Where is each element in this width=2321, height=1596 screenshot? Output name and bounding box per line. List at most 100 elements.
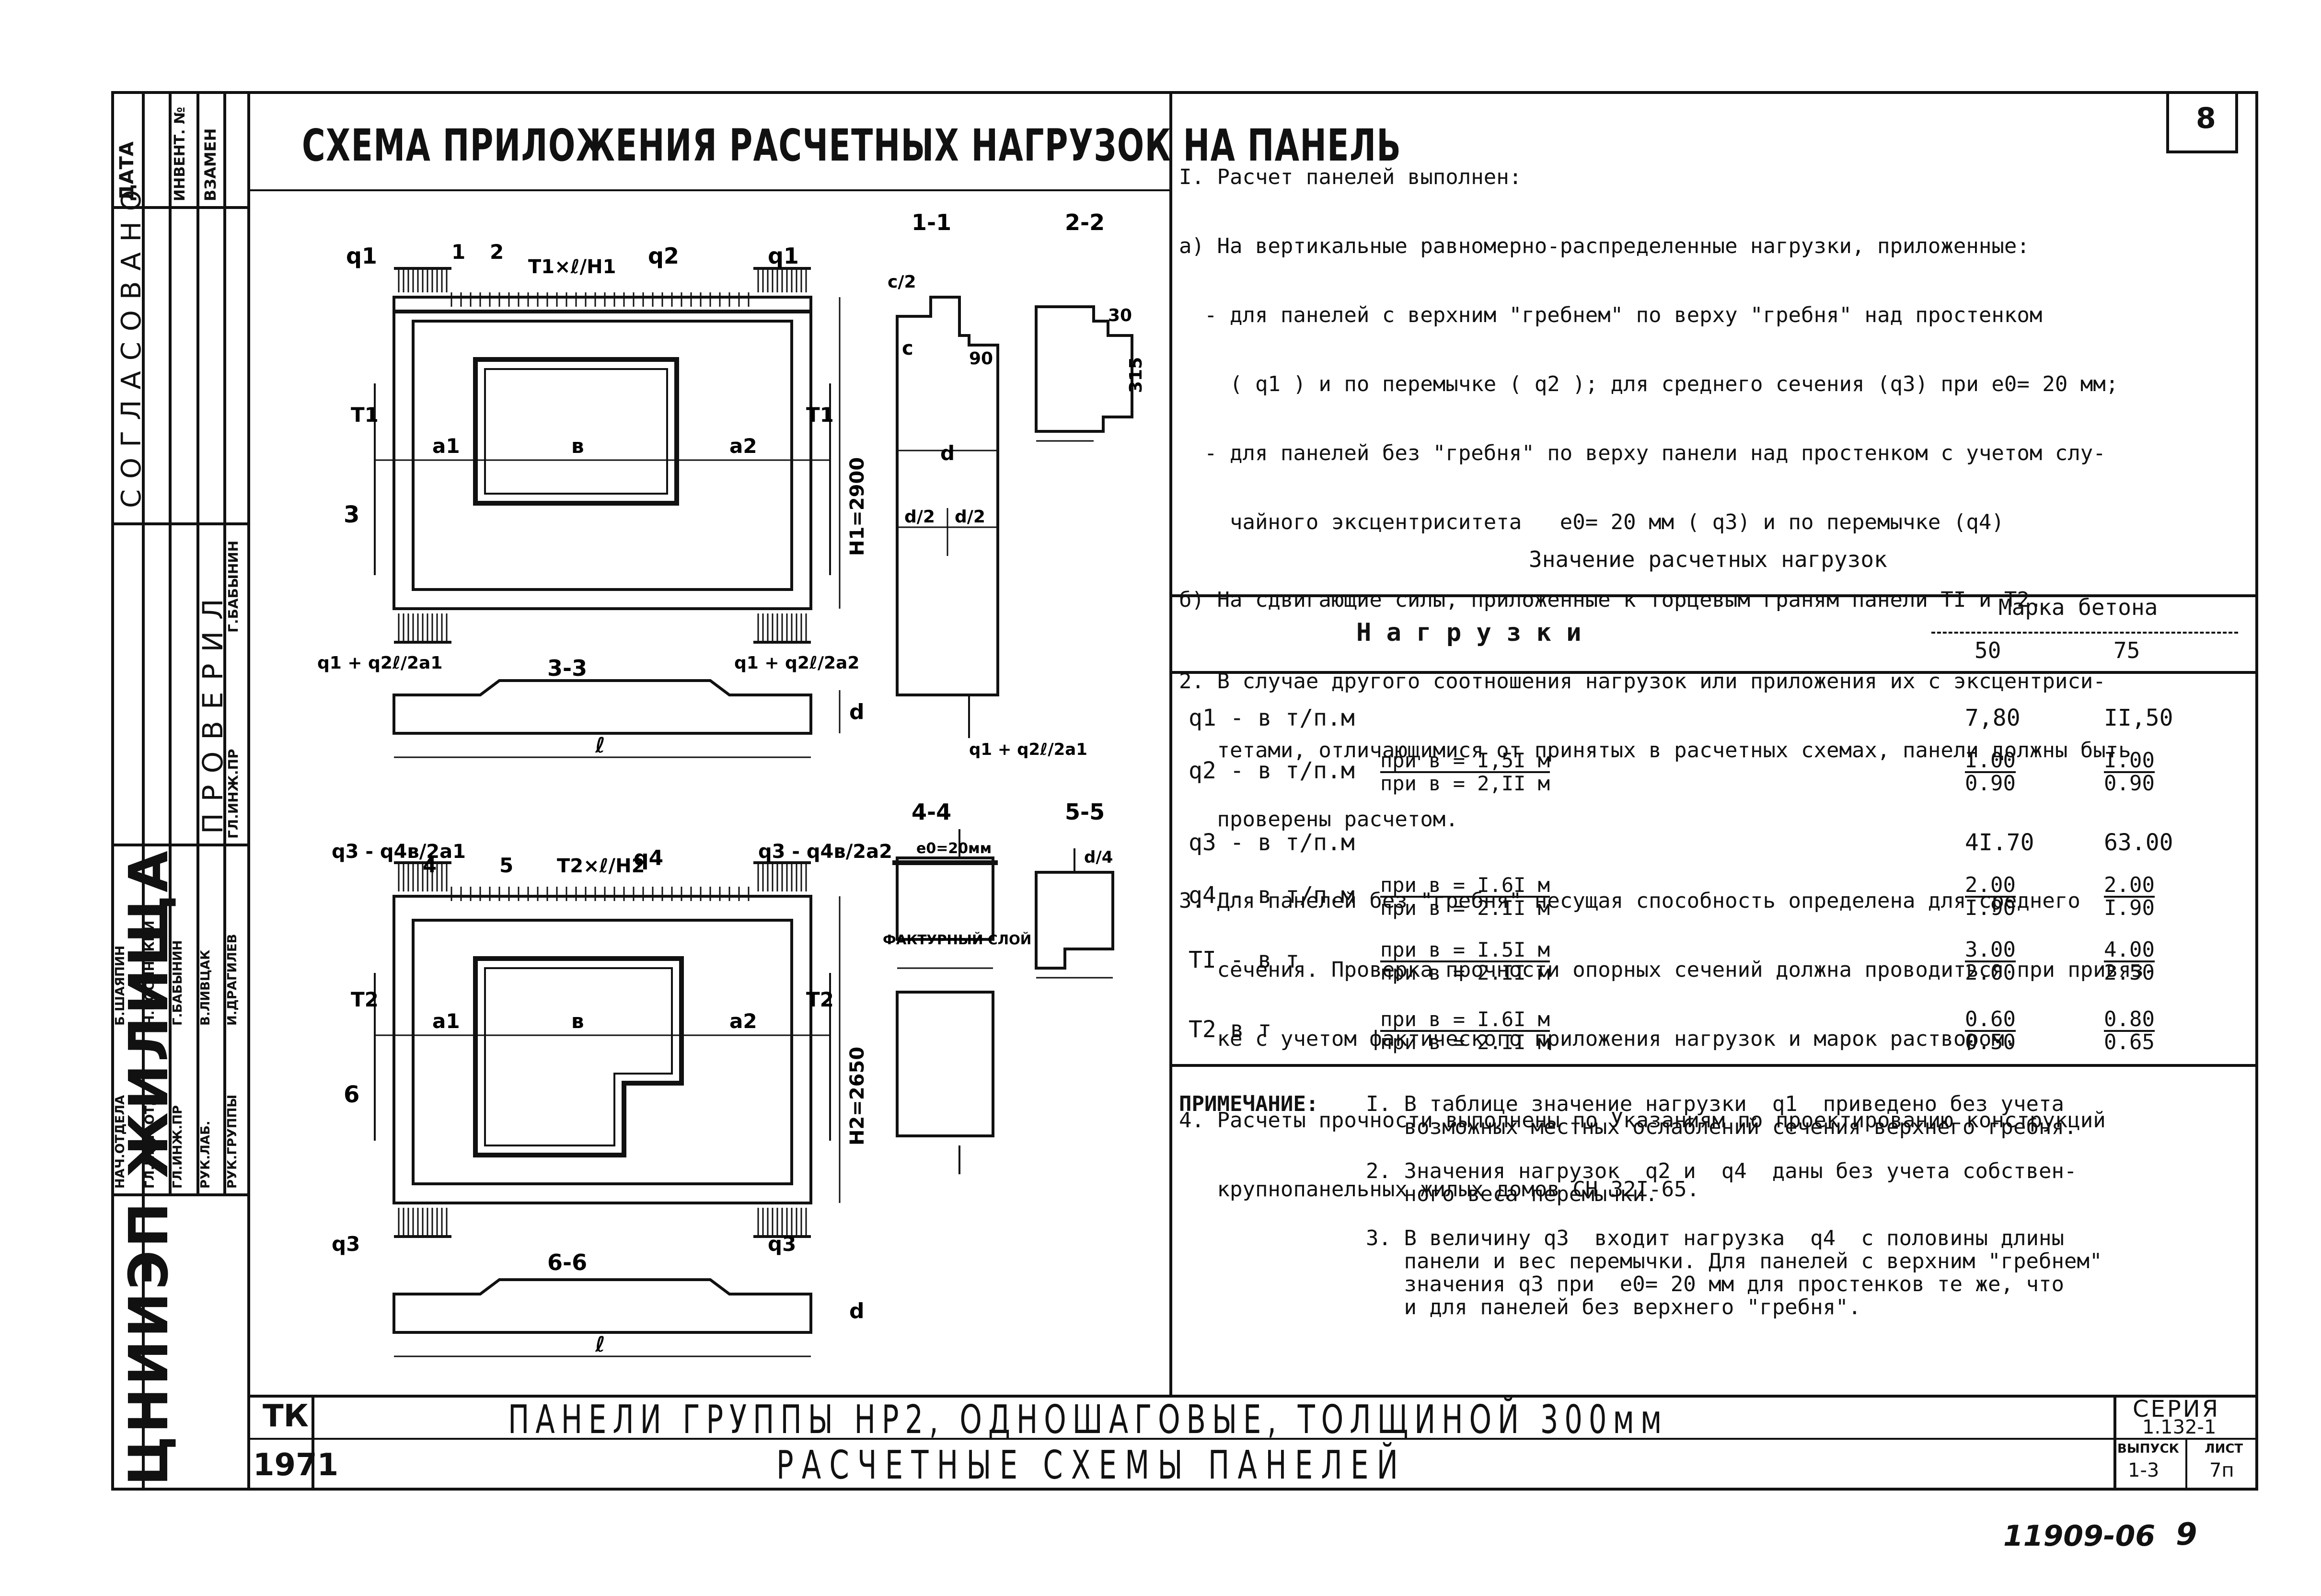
grade-50: 50	[1975, 637, 2001, 663]
strip-checked-role: ГЛ.ИНЖ.ПР	[225, 749, 241, 839]
section-4-4-title: 4-4	[912, 799, 951, 825]
row-v75-top-2: I.00	[2104, 748, 2155, 773]
row-v75-top-4: 2.00	[2104, 873, 2155, 898]
note-line-4: ( q1 ) и по перемычке ( q2 ); для средне…	[1179, 372, 2119, 396]
row-v75-top-6: 0.80	[2104, 1007, 2155, 1032]
strip-divider-3	[196, 91, 199, 1193]
page-number: 9	[2176, 1517, 2197, 1552]
bottom-t2-left: T2	[351, 988, 379, 1011]
bottom-t2-right: T2	[806, 988, 834, 1011]
top-load-q1-left: q1	[346, 243, 377, 269]
dim-d-half-right: d/2	[955, 507, 985, 527]
staff-role-5: РУК.ГРУППЫ	[225, 1094, 240, 1189]
row-v50-bot-2: 0.90	[1965, 771, 2016, 796]
strip-hline-1	[111, 206, 250, 209]
row-name-1: q1 - в т/п.м	[1189, 705, 1355, 731]
remark-label: ПРИМЕЧАНИЕ:	[1179, 1092, 1319, 1116]
facing-layer-label: ФАКТУРНЫЙ СЛОЙ	[883, 931, 1031, 948]
archive-number: 11909-06	[2003, 1519, 2156, 1553]
title-block-code: ТК	[263, 1399, 309, 1434]
row-name-4: q4 - в т/п.м	[1189, 882, 1355, 909]
bottom-thickness: d	[849, 1299, 865, 1323]
bottom-a1: a1	[432, 1009, 460, 1033]
bottom-load-right: q3 - q4в/2a2	[758, 841, 892, 863]
table-header-line	[1172, 671, 2258, 674]
bottom-section-4: 4	[423, 854, 437, 877]
dim-d-quarter: d/4	[1084, 848, 1113, 867]
issue-label: ВЫПУСК	[2117, 1442, 2179, 1456]
series-label: СЕРИЯ	[2133, 1396, 2220, 1423]
row-v50-top-4: 2.00	[1965, 873, 2016, 898]
top-height: H1=2900	[846, 457, 868, 556]
strip-hline-3	[111, 844, 250, 846]
row-name-6: T2 в т	[1189, 1016, 1272, 1043]
bottom-height: H2=2650	[846, 1047, 868, 1145]
strip-divider-1	[142, 91, 145, 1491]
col-grade-header: Марка бетона	[1998, 594, 2158, 620]
row-v75-bot-2: 0.90	[2104, 771, 2155, 796]
bottom-length: ℓ	[595, 1332, 605, 1357]
sheet-value: 7п	[2209, 1459, 2234, 1481]
note-line-6: чайного эксцентриситета e0= 20 мм ( q3) …	[1179, 510, 2004, 534]
table-caption: Значение расчетных нагрузок	[1529, 546, 1887, 572]
dim-c: c	[902, 337, 913, 359]
top-thickness: d	[849, 700, 865, 724]
row-cond-bot-4: при в = 2.II м	[1380, 896, 1550, 920]
load-diagrams: q1 q2 q1 T1×ℓ/H1 1 2 3 a1 в a2 T1 T1 H1=…	[317, 209, 1146, 1357]
dim-d-half-left: d/2	[904, 507, 935, 527]
section-2-2-title: 2-2	[1065, 209, 1105, 235]
row-cond-top-6: при в = I.6I м	[1380, 1007, 1550, 1032]
title-block-series-divider	[2113, 1395, 2116, 1491]
row-v75-1: II,50	[2104, 705, 2173, 731]
dim-c-half: c/2	[888, 272, 916, 292]
row-v50-1: 7,80	[1965, 705, 2021, 731]
strip-divider-2	[169, 91, 172, 1193]
note-line-5: - для панелей без "гребня" по верху пане…	[1179, 441, 2106, 465]
row-cond-top-5: при в = I.5I м	[1380, 938, 1550, 962]
row-v50-top-5: 3.00	[1965, 937, 2016, 962]
row-v50-bot-5: 2.00	[1965, 960, 2016, 985]
top-a1: a1	[432, 434, 460, 458]
strip-replaces-label: ВЗАМЕН	[201, 128, 219, 201]
title-block-line2: РАСЧЕТНЫЕ СХЕМЫ ПАНЕЛЕЙ	[776, 1443, 1407, 1488]
strip-divider-4	[223, 91, 226, 1193]
strip-checked-label: ПРОВЕРИЛ	[196, 587, 229, 834]
bottom-bottom-load-left: q3	[332, 1232, 360, 1256]
title-block-mid-line	[250, 1438, 2114, 1440]
row-v50-top-2: I.00	[1965, 748, 2016, 773]
title-block-issue-divider	[2185, 1438, 2187, 1491]
row-name-2: q2 - в т/п.м	[1189, 757, 1355, 784]
dim-d: d	[940, 441, 955, 465]
strip-checked-name: Г.БАБЫНИН	[225, 540, 241, 633]
row-v75-bot-6: 0.65	[2104, 1030, 2155, 1054]
strip-inventory-label: ИНВЕНТ. №	[172, 106, 188, 201]
title-block-year: 1971	[253, 1447, 339, 1483]
note-line-1: I. Расчет панелей выполнен:	[1179, 165, 1522, 189]
note-line-15: крупнопанельных жилых домов СН 32I-65.	[1179, 1177, 1700, 1202]
sheet-label: ЛИСТ	[2205, 1442, 2243, 1456]
top-bottom-load-left: q1 + q2ℓ/2a1	[317, 653, 442, 673]
row-v50-bot-6: 0.50	[1965, 1030, 2016, 1054]
remark-item-3: 3. В величину q3 входит нагрузка q4 с по…	[1366, 1226, 2102, 1319]
note-line-7: б) На сдвигающие силы, приложенные к тор…	[1179, 588, 2043, 612]
row-cond-top-2: при в = I,5I м	[1380, 749, 1550, 773]
divider-diagram-notes	[1169, 91, 1172, 1395]
section-1-1-title: 1-1	[912, 209, 951, 235]
note-line-14: 4. Расчеты прочности выполнены по Указан…	[1179, 1108, 2106, 1133]
bottom-bottom-load-right: q3	[768, 1232, 796, 1256]
left-strip-frame	[111, 91, 250, 1491]
sheet-number-box	[2166, 91, 2238, 153]
top-section-3: 3	[344, 501, 359, 528]
col-load-header: Н а г р у з к и	[1356, 618, 1582, 647]
note-line-2: а) На вертикальные равномерно-распределе…	[1179, 234, 2030, 258]
remark-item-1: I. В таблице значение нагрузки q1 привед…	[1366, 1092, 2077, 1139]
